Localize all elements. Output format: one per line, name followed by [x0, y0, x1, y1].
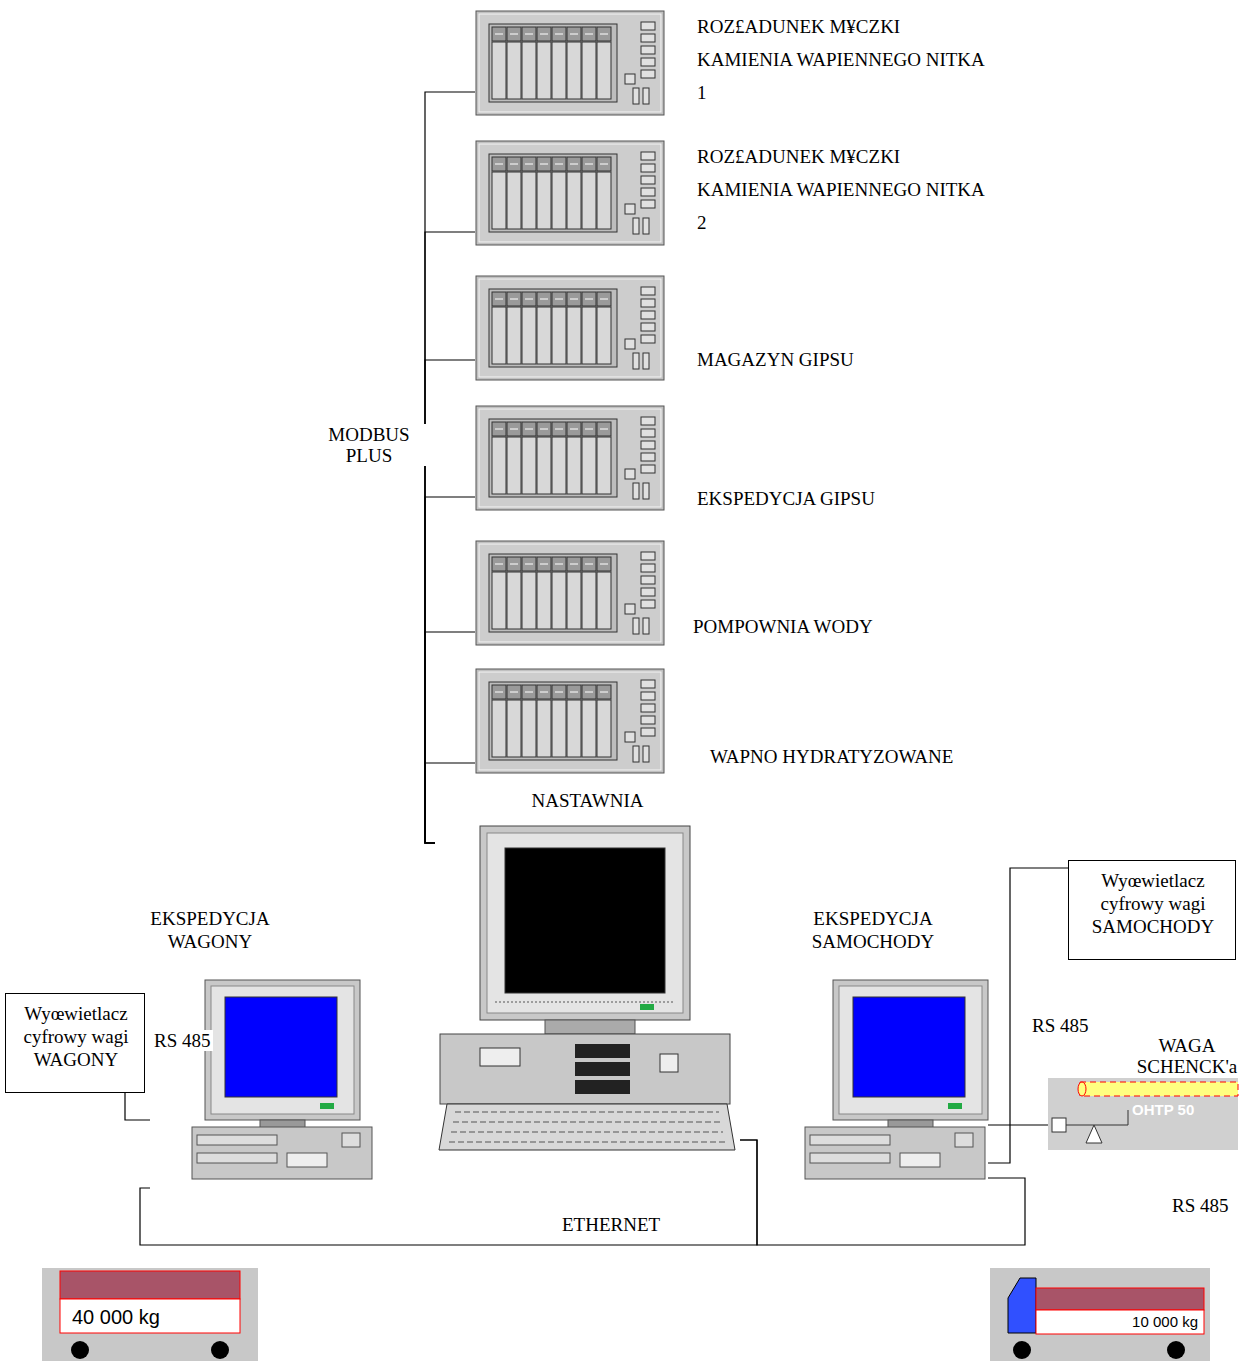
connector-line [425, 360, 475, 843]
connector-line [425, 232, 475, 843]
connector-line [988, 1124, 1048, 1125]
belt-scale: WAGA SCHENCK'aOHTP 50 [1048, 1035, 1238, 1150]
node-label: ROZ£ADUNEK M¥CZKI KAMIENIA WAPIENNEGO NI… [697, 10, 987, 109]
plc-rack: WAPNO HYDRATYZOWANE [475, 668, 1035, 774]
control-computer: NASTAWNIA [435, 790, 740, 1155]
node-label: Wyœwietlacz cyfrowy wagi SAMOCHODY [1075, 869, 1231, 938]
connector-line [125, 1093, 150, 1120]
connector-line [425, 632, 475, 843]
plc-rack: ROZ£ADUNEK M¥CZKI KAMIENIA WAPIENNEGO NI… [475, 140, 1035, 246]
node-label: WAPNO HYDRATYZOWANE [710, 740, 1030, 773]
node-label: Wyœwietlacz cyfrowy wagi WAGONY [12, 1002, 140, 1071]
plc-rack: MAGAZYN GIPSU [475, 275, 1035, 381]
node-label: POMPOWNIA WODY [693, 610, 983, 643]
node-label: NASTAWNIA [435, 790, 740, 811]
link-label: RS 485 [1170, 1195, 1231, 1216]
plc-rack: EKSPEDYCJA GIPSU [475, 405, 1035, 511]
network-label: MODBUS PLUS [312, 424, 426, 466]
node-label: EKSPEDYCJA WAGONY [150, 907, 270, 953]
model-label: OHTP 50 [1132, 1101, 1232, 1119]
display-box: Wyœwietlacz cyfrowy wagi WAGONY [5, 993, 145, 1093]
connector-line [425, 497, 475, 843]
truck: 10 000 kg [990, 1268, 1210, 1361]
plc-rack: ROZ£ADUNEK M¥CZKI KAMIENIA WAPIENNEGO NI… [475, 10, 1035, 116]
rail-wagon: 40 000 kg [42, 1268, 258, 1361]
node-label: MAGAZYN GIPSU [697, 343, 987, 376]
connector-line [140, 1140, 757, 1245]
workstation-computer: EKSPEDYCJA SAMOCHODY [800, 905, 988, 1185]
display-box: Wyœwietlacz cyfrowy wagi SAMOCHODY [1068, 860, 1236, 960]
link-label: RS 485 [1030, 1015, 1091, 1036]
node-label: 10 000 kg [1040, 1313, 1198, 1331]
node-label: EKSPEDYCJA GIPSU [697, 482, 987, 515]
node-label: 40 000 kg [72, 1304, 232, 1330]
connector-line [425, 763, 475, 843]
link-label: RS 485 [152, 1030, 213, 1051]
control-computer-picture [435, 790, 740, 1155]
node-label: WAGA SCHENCK'a [1136, 1035, 1238, 1077]
node-label: EKSPEDYCJA SAMOCHODY [800, 907, 946, 953]
network-label: ETHERNET [560, 1214, 684, 1235]
plc-rack: POMPOWNIA WODY [475, 540, 1035, 646]
node-label: ROZ£ADUNEK M¥CZKI KAMIENIA WAPIENNEGO NI… [697, 140, 987, 239]
connector-line [425, 92, 475, 843]
